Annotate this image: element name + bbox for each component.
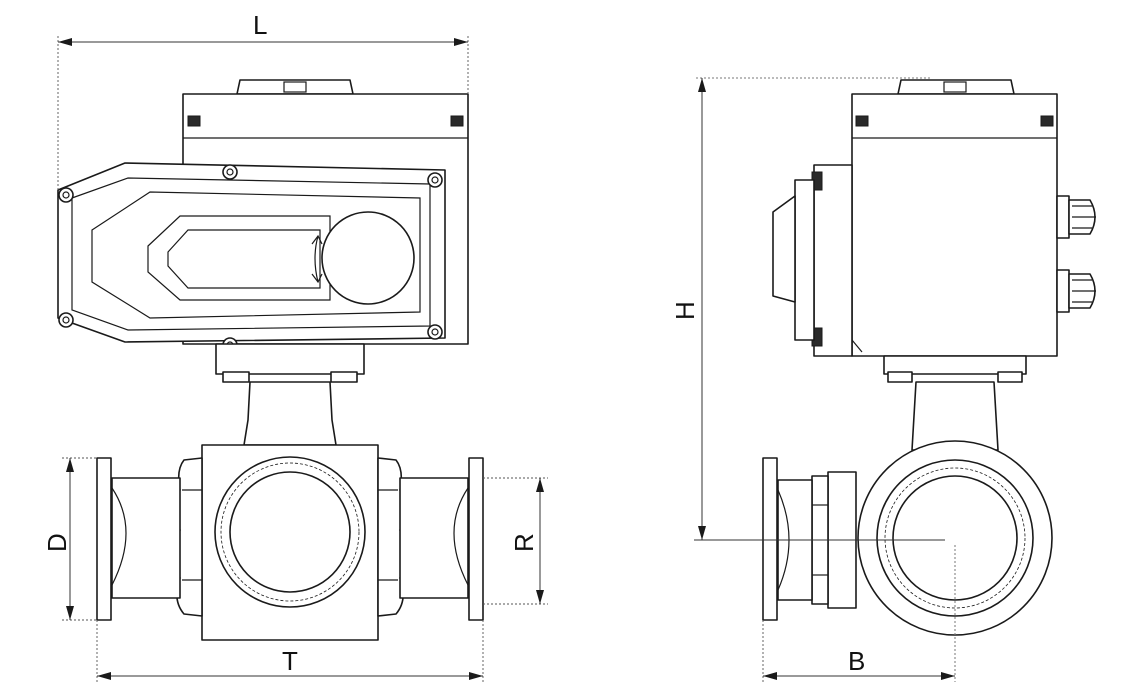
dimension-label-d: D: [42, 533, 72, 552]
front-view: [57, 79, 484, 641]
dimension-label-r: R: [509, 533, 539, 552]
dimension-label-h: H: [670, 301, 700, 320]
dimension-lines: [57, 36, 956, 682]
dimension-label-b: B: [848, 646, 865, 676]
dimension-label-l: L: [253, 10, 267, 40]
side-view: [762, 79, 1096, 636]
dimension-label-t: T: [282, 646, 298, 676]
